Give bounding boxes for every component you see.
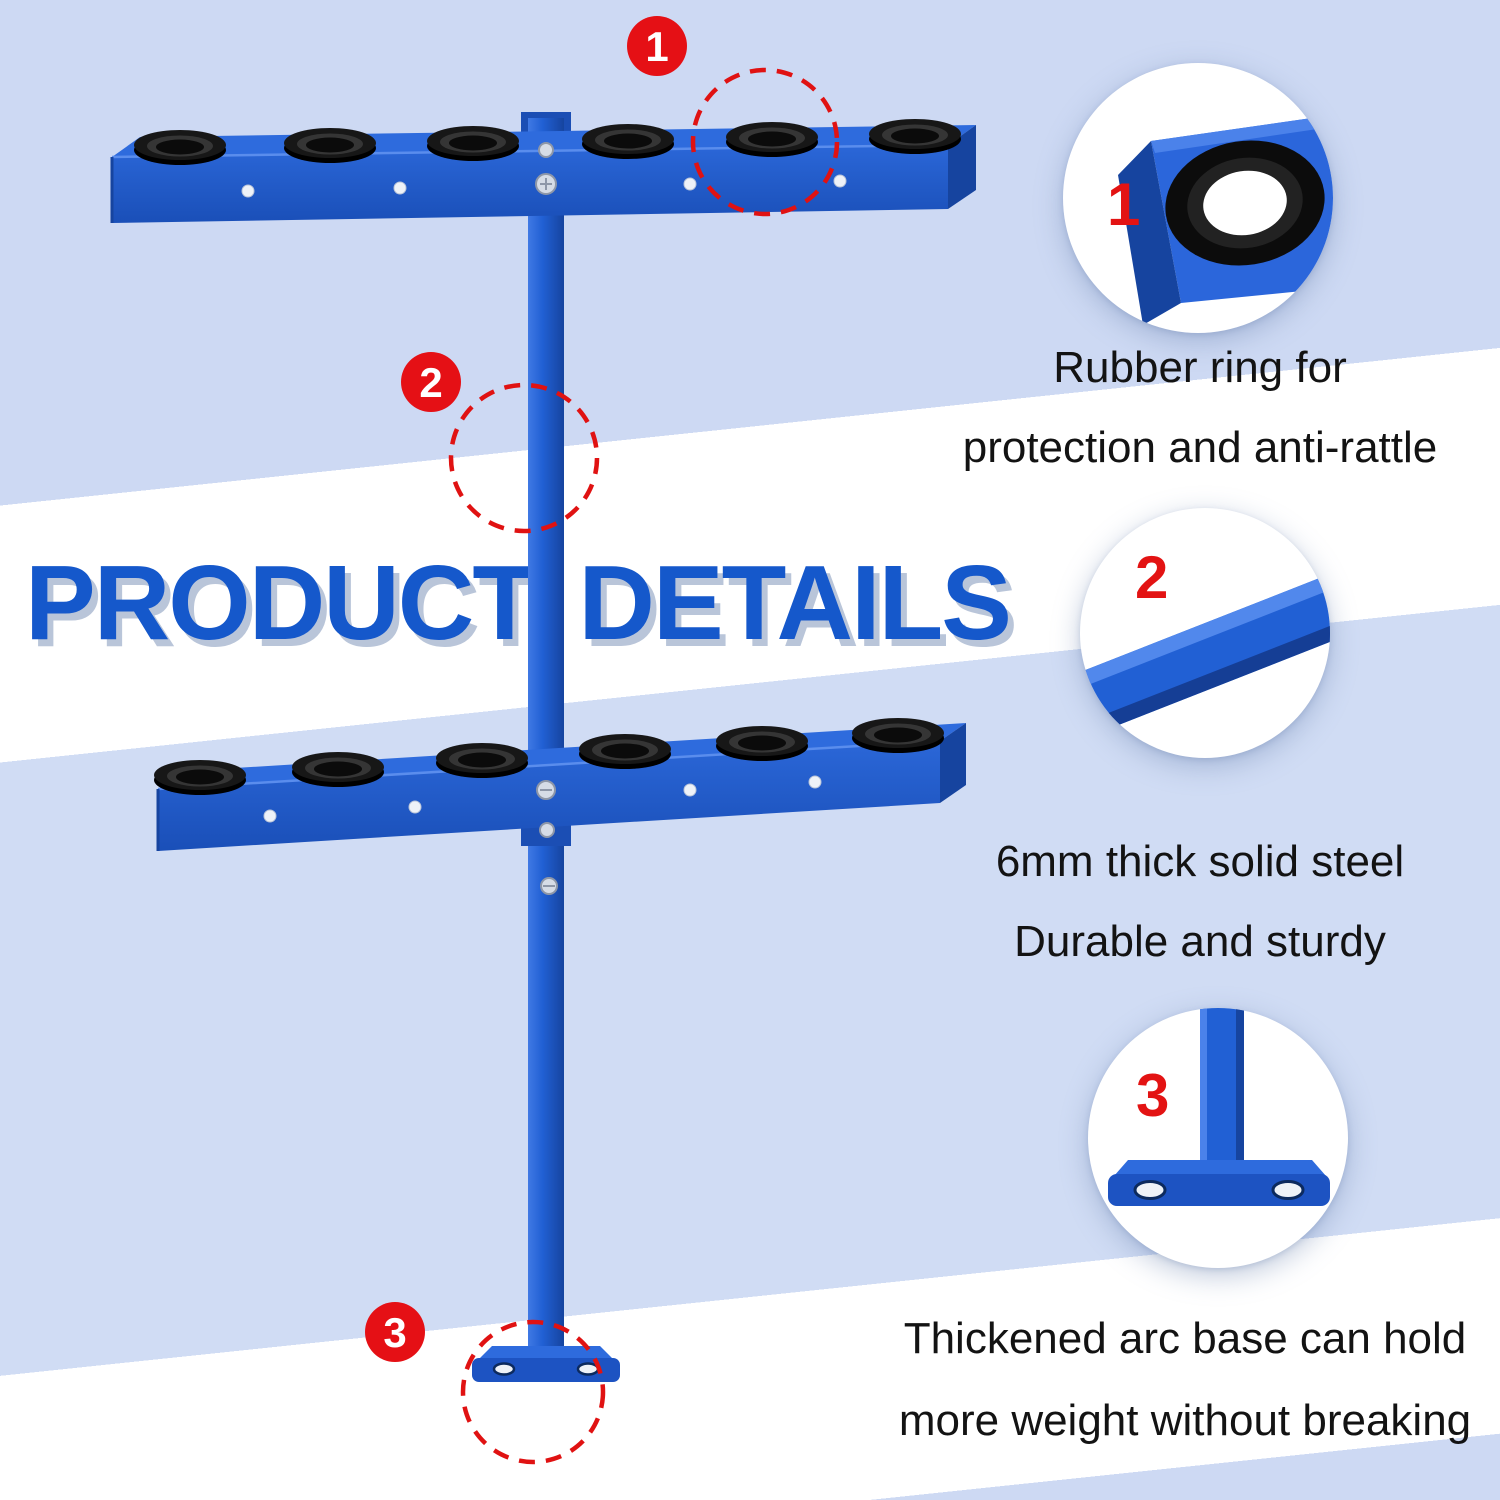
focus-circle-2: [448, 382, 600, 534]
marker-3-number: 3: [383, 1309, 406, 1356]
zoom-callout-base: 3: [1088, 1008, 1348, 1268]
caption-1-line-1: Rubber ring for: [1053, 343, 1347, 392]
focus-dashed-circles: [448, 67, 840, 1465]
screws: [535, 142, 558, 895]
focus-circle-1: [690, 67, 840, 217]
caption-3-line-1: Thickened arc base can hold: [903, 1314, 1467, 1363]
zoom-callout-rubber-ring: 1: [1063, 63, 1333, 333]
top-rod-bar: [110, 119, 976, 223]
base-plate: [472, 1346, 620, 1382]
rod-rack-illustration: 1 2 3: [110, 16, 976, 1465]
zoom-callout-steel-bar: 2: [1080, 508, 1330, 758]
zoom-1-number: 1: [1107, 171, 1141, 238]
caption-2-line-2: Durable and sturdy: [1014, 917, 1386, 966]
caption-steel: 6mm thick solid steel Durable and sturdy: [900, 822, 1500, 982]
vertical-post: [521, 112, 571, 1358]
caption-base: Thickened arc base can hold more weight …: [878, 1298, 1492, 1462]
rubber-ring-zoom-icon: [1118, 115, 1333, 325]
marker-1-number: 1: [645, 23, 668, 70]
steel-bar-zoom-icon: [1080, 573, 1330, 741]
caption-2-line-1: 6mm thick solid steel: [995, 837, 1405, 886]
focus-circle-3: [460, 1319, 606, 1465]
zoom-3-number: 3: [1136, 1062, 1170, 1129]
number-markers: 1 2 3: [365, 16, 687, 1362]
caption-rubber-ring: Rubber ring for protection and anti-ratt…: [900, 328, 1500, 488]
caption-1-line-2: protection and anti-rattle: [962, 423, 1438, 472]
caption-3-line-2: more weight without breaking: [898, 1396, 1472, 1445]
zoom-2-number: 2: [1135, 544, 1169, 611]
base-zoom-icon: [1108, 1008, 1330, 1206]
base-hole-right: [576, 1362, 600, 1376]
base-hole-left: [492, 1362, 516, 1376]
marker-2-number: 2: [419, 359, 442, 406]
